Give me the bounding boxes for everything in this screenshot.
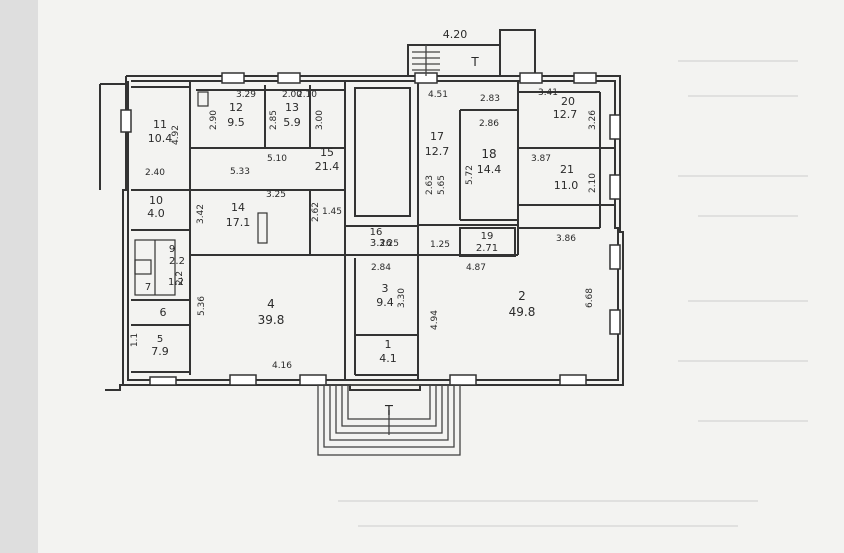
dimension: 2.63 — [425, 175, 435, 195]
room-9-area: 2.2 — [169, 256, 185, 267]
dimension: 4.92 — [171, 125, 181, 145]
dimension: 5.33 — [230, 167, 250, 177]
dimension: 2.90 — [209, 110, 219, 130]
dimension: 4.16 — [272, 361, 292, 371]
walls — [99, 29, 624, 391]
stairs — [317, 45, 461, 456]
room-11-number: 11 — [153, 118, 167, 131]
room-15-number: 15 — [320, 146, 334, 159]
dimension: 3.25 — [379, 239, 399, 249]
dimension: 2.00 — [282, 90, 302, 100]
room-18-area: 14.4 — [477, 163, 502, 176]
dimension: 2.62 — [311, 202, 321, 222]
dimension: 3.29 — [236, 90, 256, 100]
room-10-area: 4.0 — [147, 207, 165, 220]
room-15-area: 21.4 — [315, 160, 340, 173]
dimension: 3.00 — [315, 110, 325, 130]
page-edge — [0, 0, 38, 553]
fixtures — [134, 91, 268, 296]
room-17-area: 12.7 — [425, 145, 450, 158]
room-14-area: 17.1 — [226, 216, 251, 229]
windows — [120, 72, 621, 386]
dimension: 3.86 — [556, 234, 576, 244]
room-6-number: 6 — [160, 306, 167, 319]
dimension-labels: 3.29 2.00 2.90 2.85 3.00 4.92 2.40 5.33 … — [130, 88, 598, 371]
room-14-number: 14 — [231, 201, 245, 214]
dimension: 3.87 — [531, 154, 551, 164]
dimension: 3.25 — [266, 190, 286, 200]
dimension: 3.41 — [538, 88, 558, 98]
dimension: 2.2 — [175, 271, 185, 285]
dimension: 5.72 — [465, 165, 475, 185]
room-5-area: 7.9 — [151, 345, 169, 358]
room-2-area: 49.8 — [509, 305, 536, 319]
dimension: 3.26 — [588, 110, 598, 130]
room-11-area: 10.4 — [148, 132, 173, 145]
room-16-area: 3.26 — [370, 238, 392, 249]
room-17-number: 17 — [430, 130, 444, 143]
dimension: 2.40 — [145, 168, 165, 178]
paper-sheet — [38, 0, 844, 553]
room-20-number: 20 — [561, 95, 575, 108]
room-labels: 11 10.4 12 9.5 13 5.9 15 21.4 10 4.0 14 … — [145, 28, 578, 419]
room-21-number: 21 — [560, 163, 574, 176]
dimension: 6.68 — [585, 288, 595, 308]
room-13-number: 13 — [285, 101, 299, 114]
room-1-number: 1 — [385, 338, 392, 351]
dimension: 4.94 — [430, 310, 440, 330]
room-4-area: 39.8 — [258, 313, 285, 327]
room-1-area: 4.1 — [379, 352, 397, 365]
room-19-area: 2.71 — [476, 243, 498, 254]
room-18-number: 18 — [481, 147, 496, 161]
dimension: 4.87 — [466, 263, 486, 273]
dimension: 1.45 — [322, 207, 342, 217]
stair-top-dimension: 4.20 — [443, 28, 468, 41]
dimension: 2.83 — [480, 94, 500, 104]
dimension: 2.10 — [297, 90, 317, 100]
dimension: 3.30 — [397, 288, 407, 308]
room-5-number: 5 — [157, 334, 163, 345]
dimension: 1.1 — [130, 333, 140, 347]
room-20-area: 12.7 — [553, 108, 578, 121]
room-7-area: 1.2 — [168, 277, 184, 288]
dimension: 1.25 — [430, 240, 450, 250]
room-4-number: 4 — [267, 297, 275, 311]
entrance-bottom-mark: Т — [384, 404, 393, 419]
room-3-number: 3 — [382, 282, 389, 295]
dimension: 4.51 — [428, 90, 448, 100]
room-3-area: 9.4 — [376, 296, 394, 309]
room-12-number: 12 — [229, 101, 243, 114]
room-16-number: 16 — [370, 227, 383, 238]
room-21-area: 11.0 — [554, 179, 579, 192]
room-9-number: 9 — [169, 244, 175, 255]
dimension: 3.42 — [196, 204, 206, 224]
dimension: 5.36 — [197, 296, 207, 316]
room-2-number: 2 — [518, 289, 526, 303]
dimension: 5.65 — [437, 175, 447, 195]
room-13-area: 5.9 — [283, 116, 301, 129]
room-10-number: 10 — [149, 194, 163, 207]
dimension: 5.10 — [267, 154, 287, 164]
dimension: 2.86 — [479, 119, 499, 129]
dimension: 2.10 — [588, 173, 598, 193]
room-19-number: 19 — [481, 231, 494, 242]
entrance-top-mark: Т — [470, 55, 479, 69]
room-7-number: 7 — [145, 282, 151, 293]
dimension: 2.84 — [371, 263, 391, 273]
room-12-area: 9.5 — [227, 116, 245, 129]
dimension: 2.85 — [269, 110, 279, 130]
